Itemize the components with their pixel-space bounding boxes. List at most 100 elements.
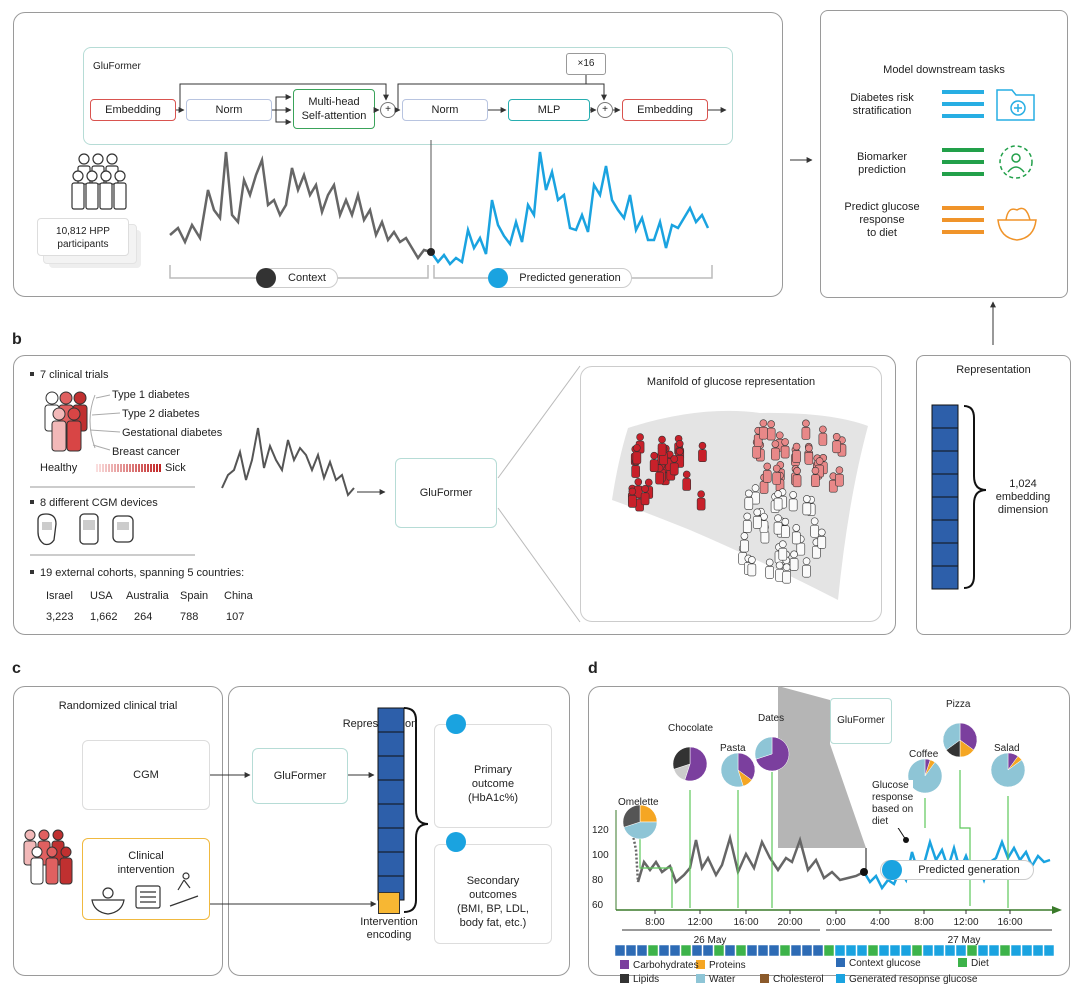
pie-slice	[754, 736, 773, 760]
timeline-cell	[867, 944, 879, 957]
pie-slice	[672, 746, 691, 770]
pie-slice	[755, 736, 790, 772]
legend-swatch	[620, 974, 629, 983]
xtick-label: 8:00	[645, 917, 665, 928]
condition-type2: Type 2 diabetes	[122, 408, 200, 420]
downstream-panel	[820, 10, 1068, 298]
health-gradient-bar	[96, 464, 162, 472]
legend-swatch	[958, 958, 967, 967]
timeline-cell	[614, 944, 626, 957]
legend-label: Generated resopnse glucose	[849, 974, 978, 985]
mlp-block: MLP	[508, 99, 590, 121]
embedding-dimension-label: 1,024 embedding dimension	[995, 478, 1051, 516]
xtick-label: 8:00	[914, 917, 934, 928]
timeline-cell	[1010, 944, 1022, 957]
predicted-icon	[488, 268, 508, 288]
pie-slice	[622, 804, 641, 828]
norm-block-2: Norm	[402, 99, 488, 121]
pie-slice	[684, 746, 708, 782]
embedding-out-block: Embedding	[622, 99, 708, 121]
embedding-in-block: Embedding	[90, 99, 176, 121]
country-china: China	[224, 590, 253, 602]
legend-swatch	[760, 974, 769, 983]
manifold-title: Manifold of glucose representation	[646, 376, 816, 388]
legend-swatch	[836, 958, 845, 967]
timeline-cell	[779, 944, 791, 957]
pie-slice	[720, 752, 744, 788]
participants-stack: 10,812 HPP participants	[37, 218, 141, 268]
timeline-cell	[801, 944, 813, 957]
legend-label: Context glucose	[849, 958, 921, 969]
country-israel: Israel	[46, 590, 73, 602]
timeline-cell	[746, 944, 758, 957]
timeline-cell	[955, 944, 967, 957]
legend-swatch	[620, 960, 629, 969]
pie-slice	[623, 821, 658, 840]
residual-add-2: +	[597, 102, 613, 118]
count-spain: 788	[180, 611, 199, 623]
representation-b-cell	[931, 565, 959, 590]
panel-label-d: d	[588, 660, 598, 677]
cgm-box: CGM	[82, 740, 210, 810]
pie-slice	[959, 722, 978, 751]
timeline-cell	[1021, 944, 1033, 957]
count-australia: 264	[134, 611, 153, 623]
country-australia: Australia	[126, 590, 169, 602]
legend-label: Water	[709, 974, 736, 985]
panel-label-b: b	[12, 331, 22, 348]
xtick-label: 12:00	[687, 917, 713, 928]
timeline-cell	[658, 944, 670, 957]
context-icon	[256, 268, 276, 288]
timeline-cell	[845, 944, 857, 957]
pie-slice	[737, 752, 756, 781]
timeline-cell	[669, 944, 681, 957]
participants-label: 10,812 HPP participants	[37, 218, 129, 256]
timeline-cell	[1032, 944, 1044, 957]
norm-block-1: Norm	[186, 99, 272, 121]
timeline-cell	[911, 944, 923, 957]
primary-outcome-box: Primary outcome (HbA1c%)	[434, 724, 552, 828]
timeline-cell	[735, 944, 747, 957]
timeline-cell	[691, 944, 703, 957]
timeline-cell	[625, 944, 637, 957]
primary-outcome-icon	[446, 714, 466, 734]
representation-c-cell	[377, 707, 405, 733]
timeline-cell	[966, 944, 978, 957]
legend-label: Diet	[971, 958, 989, 969]
condition-type1: Type 1 diabetes	[112, 389, 190, 401]
pie-slice	[942, 722, 961, 751]
xtick-label: 16:00	[997, 917, 1023, 928]
timeline-cell	[1043, 944, 1055, 957]
timeline-cell	[757, 944, 769, 957]
food-label-pasta: Pasta	[720, 743, 746, 754]
ytick-100: 100	[592, 850, 609, 861]
attention-block: Multi-head Self-attention	[293, 89, 375, 129]
cohorts-label: 19 external cohorts, spanning 5 countrie…	[40, 567, 245, 579]
country-spain: Spain	[180, 590, 209, 602]
date-label: 26 May	[693, 935, 727, 946]
trial-title: Randomized clinical trial	[58, 700, 178, 712]
task-label-diet: Predict glucose response to diet	[844, 201, 920, 239]
food-label-chocolate: Chocolate	[668, 723, 714, 734]
timeline-cell	[933, 944, 945, 957]
timeline-cell	[900, 944, 912, 957]
panel-c-trial	[13, 686, 223, 976]
gluformer-architecture-box	[83, 47, 733, 145]
timeline-cell	[713, 944, 725, 957]
xtick-label: 16:00	[733, 917, 759, 928]
date-label: 27 May	[947, 935, 981, 946]
legend-label: Carbohydrates	[633, 960, 699, 971]
secondary-outcome-icon	[446, 832, 466, 852]
predicted-generation-pill-d: Predicted generation	[880, 860, 1034, 880]
food-label-coffee: Coffee	[909, 749, 939, 760]
timeline-cell	[889, 944, 901, 957]
